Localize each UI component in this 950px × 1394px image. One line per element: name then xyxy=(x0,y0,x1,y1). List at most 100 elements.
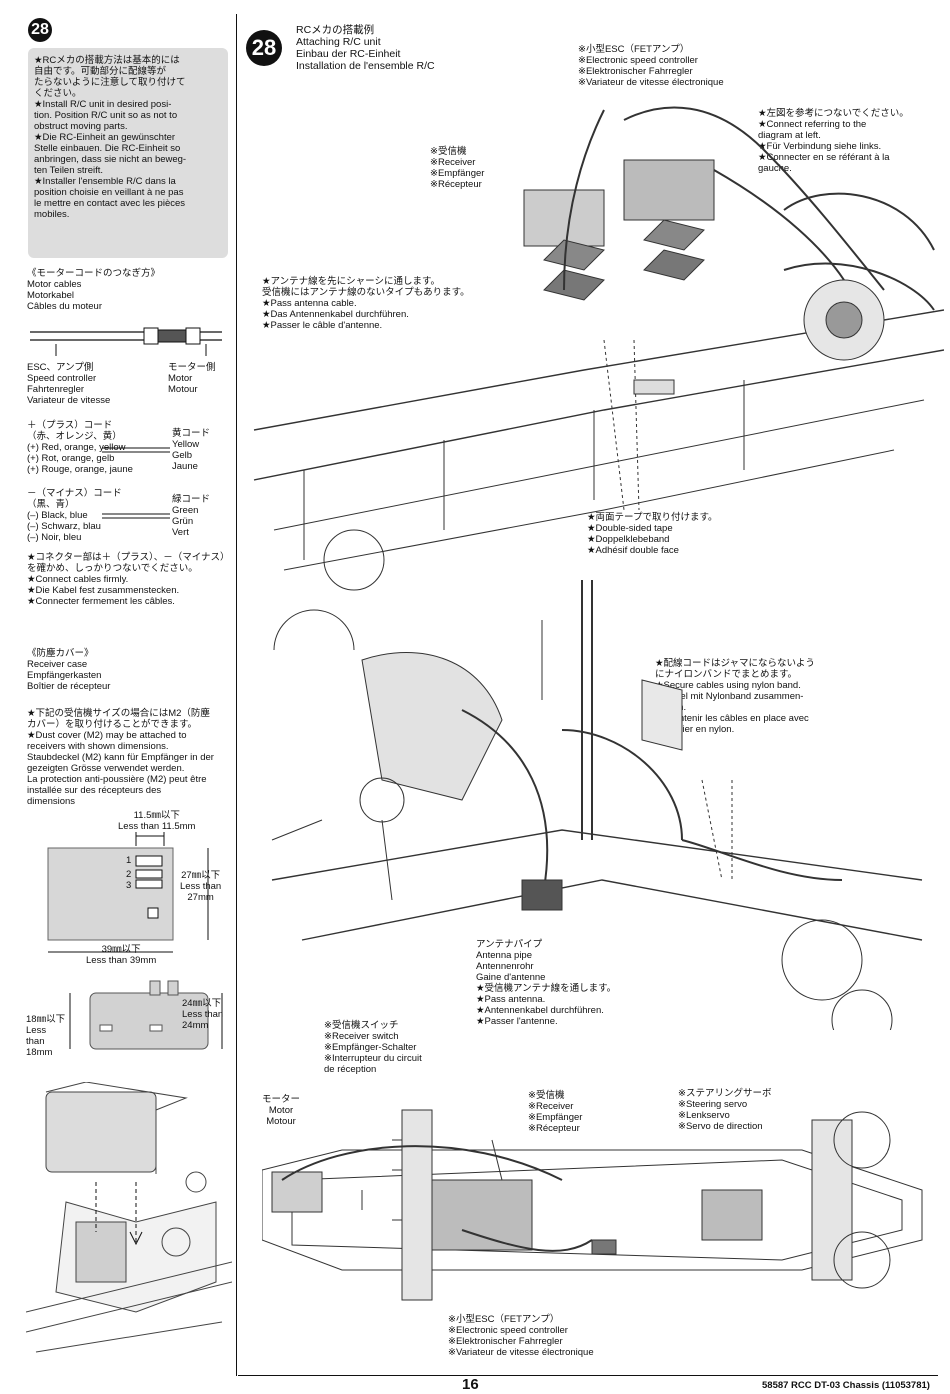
antenna-note-line: ★Das Antennenkabel durchführen. xyxy=(262,309,409,320)
dim-bottom-line: Less than 39mm xyxy=(86,955,157,966)
right-title-line: RCメカの搭載例 xyxy=(296,24,375,36)
plus-cord-line: (+) Red, orange, yellow xyxy=(27,442,126,453)
dim-right2-line: 24㎜以下 xyxy=(182,998,222,1009)
dim-left-line: than xyxy=(26,1036,45,1047)
receiver-note-line: gezeigten Grösse verwendet werden. xyxy=(27,763,185,774)
receiver-note-line: dimensions xyxy=(27,796,76,807)
esc-bottom-line: ※Elektronischer Fahrregler xyxy=(448,1336,563,1347)
cable-note-line: ★Maintenir les câbles en place avec xyxy=(655,713,809,724)
antenna-pipe-line: Antennenrohr xyxy=(476,961,534,972)
cable-note-line: ★Secure cables using nylon band. xyxy=(655,680,801,691)
note-lines-line: ten Teilen streift. xyxy=(34,165,104,176)
antenna-cable-note: ★アンテナ線を先にシャーシに通します。受信機にはアンテナ線のないタイプもあります… xyxy=(262,276,470,331)
dim-right-line: 27㎜以下 xyxy=(181,870,221,881)
yellow-label-line: Jaune xyxy=(172,461,198,472)
receiver-note-line: La protection anti-poussière (M2) peut ê… xyxy=(27,774,207,785)
antenna-pipe-line: Gaine d'antenne xyxy=(476,972,546,983)
esc-bottom-line: ※小型ESC（FETアンプ） xyxy=(448,1314,560,1325)
tape-note-line: ★両面テープで取り付けます。 xyxy=(587,512,718,523)
cable-note-line: un collier en nylon. xyxy=(655,724,735,735)
chassis-top-illustration xyxy=(253,106,944,650)
antenna-pipe-line: Antenna pipe xyxy=(476,950,532,961)
servo-label-line: ※Lenkservo xyxy=(678,1110,730,1121)
switch-label-line: ※受信機スイッチ xyxy=(324,1020,399,1031)
esc-label-line: Speed controller xyxy=(27,373,97,384)
esc-top-label: ※小型ESC（FETアンプ）※Electronic speed controll… xyxy=(578,44,724,88)
esc-top-line: ※Elektronischer Fahrregler xyxy=(578,66,693,77)
dim-left-line: 18mm xyxy=(26,1047,53,1058)
right-title-line: Installation de l'ensemble R/C xyxy=(296,60,435,72)
receiver-label-bottom: ※受信機※Receiver※Empfänger※Récepteur xyxy=(528,1090,582,1134)
motor-label-right-line: Motor xyxy=(268,1105,294,1116)
esc-label-line: Fahrtenregler xyxy=(27,384,85,395)
motor-label-left-line: Motor xyxy=(168,373,193,384)
receiver-case-note: ★下記の受信機サイズの場合にはM2（防塵カバー）を取り付けることができます。★D… xyxy=(27,708,214,807)
note-lines-line: position choisie en veillant à ne pas xyxy=(34,187,184,198)
green-label-line: Grün xyxy=(172,516,194,527)
refer-note-line: ★Connecter en se référant à la xyxy=(758,152,890,163)
receiver-title-line: Receiver case xyxy=(27,659,88,670)
receiver-note-line: カバー）を取り付けることができます。 xyxy=(27,719,198,730)
tape-note-line: ★Double-sided tape xyxy=(587,523,673,534)
esc-label-line: Variateur de vitesse xyxy=(27,395,111,406)
note-lines-line: ★Install R/C unit in desired posi- xyxy=(34,99,172,110)
receiver-height-diagram xyxy=(69,980,223,1050)
receiver2-label-line: ※Receiver xyxy=(528,1101,574,1112)
dim-top-line: Less than 11.5mm xyxy=(118,821,196,832)
switch-label-line: de réception xyxy=(324,1064,377,1075)
refer-note-line: diagram at left. xyxy=(758,130,821,141)
servo-label-line: ※ステアリングサーボ xyxy=(678,1088,772,1099)
motor-label-left-line: モーター側 xyxy=(168,362,216,373)
steering-servo-label: ※ステアリングサーボ※Steering servo※Lenkservo※Serv… xyxy=(678,1088,771,1132)
plus-cord-line: (+) Rouge, orange, jaune xyxy=(27,464,133,475)
motor-title-line: 《モーターコードのつなぎ方》 xyxy=(27,268,161,279)
esc-top-line: ※Variateur de vitesse électronique xyxy=(578,77,724,88)
note-lines-line: たらないように注意して取り付けて xyxy=(34,77,186,88)
connector-note-line: ★コネクター部は＋（プラス）、－（マイナス） xyxy=(27,552,230,563)
receiver-dimension-diagram xyxy=(47,832,209,953)
dim-bottom-line: 39㎜以下 xyxy=(101,944,141,955)
green-label-line: Vert xyxy=(172,527,189,538)
switch-label-line: ※Empfänger-Schalter xyxy=(324,1042,417,1053)
refer-note-line: ★Für Verbindung siehe links. xyxy=(758,141,882,152)
switch-label-line: ※Receiver switch xyxy=(324,1031,399,1042)
connector-note-line: ★Connecter fermement les câbles. xyxy=(27,596,175,607)
note-lines-line: 自由です。可動部分に配線等が xyxy=(34,66,167,77)
plus-cord-line: ＋（プラス）コード xyxy=(27,420,113,431)
receiver-title-line: Boîtier de récepteur xyxy=(27,681,111,692)
refer-note-line: ★左図を参考につないでください。 xyxy=(758,108,909,119)
install-note-box xyxy=(28,48,228,258)
minus-cord-line xyxy=(102,513,170,519)
receiver-note-line: receivers with shown dimensions. xyxy=(27,741,169,752)
tape-note-line: ★Adhésif double face xyxy=(587,545,679,556)
note-lines-line: ★Die RC-Einheit an gewünschter xyxy=(34,132,176,143)
slot-number-2: 2 xyxy=(126,869,132,880)
antenna-pipe-line: ★Passer l'antenne. xyxy=(476,1016,558,1027)
plus-cord-label: ＋（プラス）コード（赤、オレンジ、黄）(+) Red, orange, yell… xyxy=(27,420,133,475)
refer-note-line: ★Connect referring to the xyxy=(758,119,867,130)
motor-title-line: Motor cables xyxy=(27,279,82,290)
note-lines-line: ★RCメカの搭載方法は基本的には xyxy=(34,55,180,66)
receiver-note-line: Staubdeckel (M2) kann für Empfänger in d… xyxy=(27,752,214,763)
note-lines-line: Stelle einbauen. Die RC-Einheit so xyxy=(34,143,181,154)
receiver-note-line: installée sur des récepteurs des xyxy=(27,785,162,796)
esc-label-line: ESC、アンプ側 xyxy=(27,362,94,373)
step-number-badge-right: 28 xyxy=(246,30,282,66)
antenna-pipe-line: アンテナパイプ xyxy=(476,939,543,950)
connector-note-line: を確かめ、しっかりつないでください。 xyxy=(27,563,198,574)
dim-right-line: Less than xyxy=(180,881,222,892)
motor-title-line: Câbles du moteur xyxy=(27,301,102,312)
yellow-label-line: 黄コード xyxy=(172,428,211,439)
minus-cord-line: (–) Schwarz, blau xyxy=(27,521,101,532)
connector-note-line: ★Die Kabel fest zusammenstecken. xyxy=(27,585,180,596)
receiver-title-line: Empfängerkasten xyxy=(27,670,102,681)
cable-note-line: ★配線コードはジャマにならないよう xyxy=(655,658,815,669)
minus-cord-line: （黒、青） xyxy=(27,499,75,510)
refer-left-note: ★左図を参考につないでください。★Connect referring to th… xyxy=(758,108,909,174)
